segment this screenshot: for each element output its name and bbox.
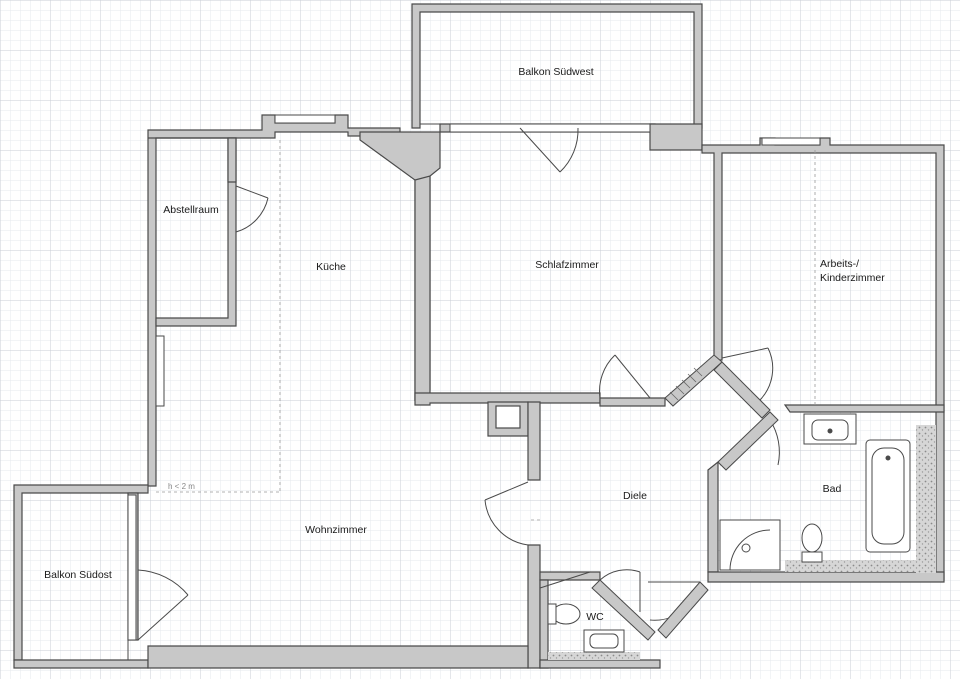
label-abstellraum: Abstellraum [163,204,219,216]
wc-toilet [547,603,581,625]
windows [127,114,821,641]
bad-insulation-bottom [785,560,936,572]
label-schlafzimmer: Schlafzimmer [535,259,599,271]
room-labels: Balkon Südwest Abstellraum Küche Schlafz… [44,66,885,623]
label-balkon-suedwest: Balkon Südwest [518,66,593,78]
label-wohnzimmer: Wohnzimmer [305,524,367,536]
label-arbeitszimmer-line2: Kinderzimmer [820,272,885,284]
bathtub [865,439,911,553]
label-balkon-suedost: Balkon Südost [44,569,112,581]
label-diele: Diele [623,490,647,502]
label-arbeitszimmer-line1: Arbeits-/ [820,258,859,270]
bad-toilet [801,523,823,563]
wc-sink [583,629,625,653]
bad-insulation-strip [916,425,936,573]
hall-diagonals [591,354,779,641]
label-bad: Bad [823,483,842,495]
label-wc: WC [586,611,604,623]
dashed-lines [156,140,816,521]
label-kueche: Küche [316,261,346,273]
walls [13,3,945,669]
stair-hatching [669,367,703,401]
shower [719,519,781,571]
wc-insulation-strip [548,652,640,660]
bad-sink [803,413,857,445]
height-note: h < 2 m [168,482,195,491]
